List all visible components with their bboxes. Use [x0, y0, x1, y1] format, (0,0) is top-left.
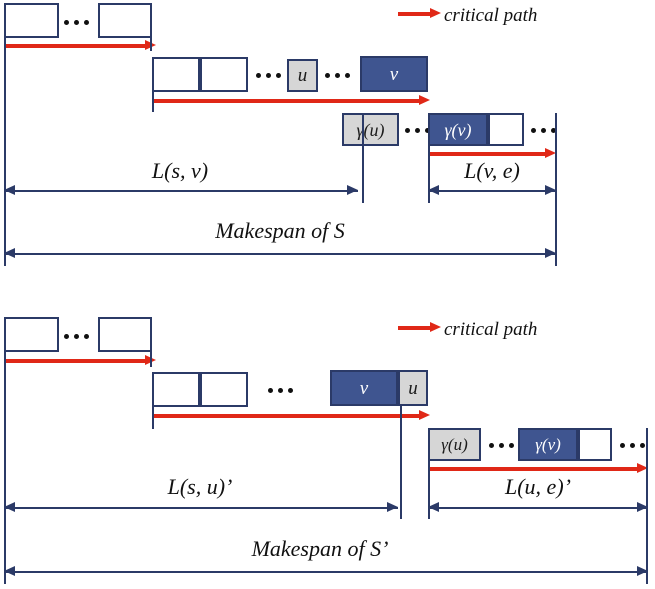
- task-box-gamma-v[interactable]: γ(v): [428, 113, 488, 146]
- task-box-v[interactable]: v: [360, 56, 428, 92]
- guide-line-right-edge: [555, 113, 557, 266]
- task-box-gamma-v[interactable]: γ(v): [518, 428, 578, 461]
- measure-label-makespan-prime: Makespan of S’: [251, 536, 389, 561]
- legend-label: critical path: [444, 319, 538, 340]
- critical-path-arrow-row1: [4, 40, 156, 51]
- legend-critical-path-top: critical path: [398, 5, 618, 28]
- task-box-row2-cell2[interactable]: [200, 372, 248, 407]
- task-box-label: v: [359, 377, 369, 399]
- measure-label-makespan: Makespan of S: [215, 218, 345, 243]
- task-box-gamma-u[interactable]: γ(u): [428, 428, 481, 461]
- task-box-gamma-u[interactable]: γ(u): [342, 113, 399, 146]
- guide-line-gamma-u-start: [428, 428, 430, 519]
- red-arrow-icon: [398, 8, 442, 19]
- legend-label: critical path: [444, 5, 538, 26]
- ellipsis-row3-a: [489, 440, 514, 450]
- guide-line-left-edge: [4, 352, 6, 584]
- task-box-row1-cell2[interactable]: [98, 3, 152, 38]
- critical-path-arrow-row2: [154, 410, 430, 421]
- task-box-row2-cell2[interactable]: [200, 57, 248, 92]
- task-box-row3-cell3[interactable]: [488, 113, 524, 146]
- connector-row1-to-row2: [150, 3, 152, 51]
- task-box-row1-cell1[interactable]: [4, 317, 59, 352]
- measure-label-l-s-u-prime: L(s, u)’: [167, 474, 233, 499]
- guide-line-v-start: [428, 113, 430, 203]
- task-box-row1-cell2[interactable]: [98, 317, 152, 352]
- red-arrow-icon: [398, 322, 442, 333]
- measure-arrow-l-s-u-prime: [4, 502, 398, 513]
- ellipsis-row3-b: [531, 125, 556, 135]
- critical-path-arrow-row1: [4, 355, 156, 366]
- measure-arrow-l-u-e-prime: [428, 502, 648, 513]
- critical-path-arrow-row3: [428, 463, 648, 474]
- task-box-label: γ(v): [535, 435, 561, 454]
- measure-label-l-v-e: L(v, e): [464, 158, 520, 183]
- task-box-label: u: [297, 65, 308, 86]
- ellipsis-row2: [268, 385, 293, 395]
- critical-path-arrow-row2: [154, 95, 430, 106]
- task-box-label: γ(u): [356, 119, 385, 140]
- connector-row1-to-row2: [150, 317, 152, 367]
- measure-arrow-l-s-v: [4, 185, 358, 196]
- task-box-row3-cell3[interactable]: [578, 428, 612, 461]
- task-box-label: γ(u): [441, 435, 468, 454]
- panel-bottom: critical path v u: [0, 312, 655, 589]
- task-box-u[interactable]: u: [398, 370, 428, 406]
- guide-line-left-edge: [4, 38, 6, 266]
- ellipsis-row2-a: [256, 70, 281, 80]
- task-box-u[interactable]: u: [287, 59, 318, 92]
- guide-line-u-end: [400, 406, 402, 519]
- ellipsis-row2-b: [325, 70, 350, 80]
- task-box-label: u: [408, 377, 418, 399]
- measure-label-l-u-e-prime: L(u, e)’: [505, 474, 571, 499]
- task-box-row2-cell1[interactable]: [152, 57, 200, 92]
- task-box-v[interactable]: v: [330, 370, 398, 406]
- task-box-label: γ(v): [444, 119, 472, 140]
- measure-label-l-s-v: L(s, v): [151, 158, 209, 183]
- legend-critical-path-bottom: critical path: [398, 319, 618, 342]
- ellipsis-row1: [64, 331, 89, 341]
- measure-arrow-l-v-e: [428, 185, 556, 196]
- measure-arrow-makespan: [4, 248, 556, 259]
- ellipsis-row3-a: [405, 125, 430, 135]
- ellipsis-row3-b: [620, 440, 645, 450]
- critical-path-arrow-row3: [428, 148, 556, 159]
- task-box-label: v: [389, 63, 399, 85]
- connector-row2-left: [152, 372, 154, 429]
- ellipsis-row1: [64, 17, 89, 27]
- measure-arrow-makespan-prime: [4, 566, 648, 577]
- panel-top: critical path u v: [0, 0, 655, 285]
- task-box-row1-cell1[interactable]: [4, 3, 59, 38]
- connector-row2-left: [152, 57, 154, 112]
- task-box-row2-cell1[interactable]: [152, 372, 200, 407]
- guide-line-gamma-u: [362, 113, 364, 203]
